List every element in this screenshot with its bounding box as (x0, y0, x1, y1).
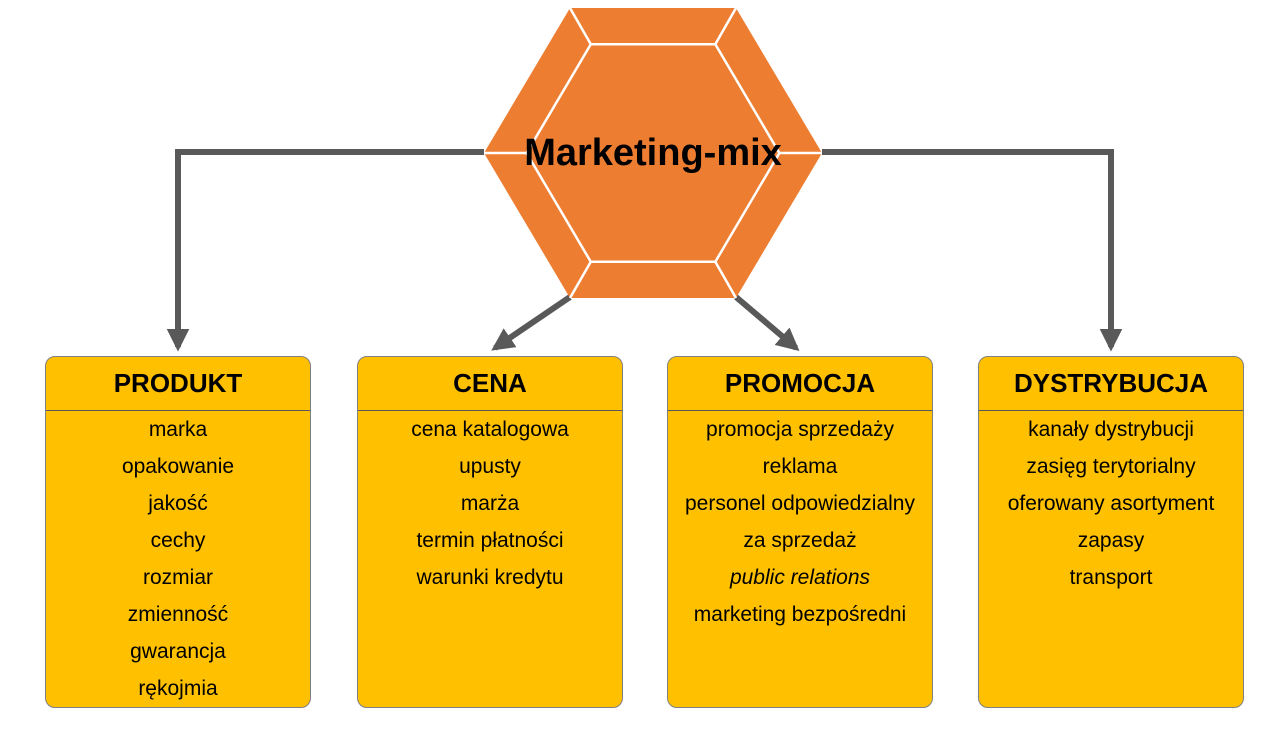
hexagon-corner-bevels (484, 7, 822, 299)
list-item: personel odpowiedzialny (685, 492, 915, 515)
list-item: zapasy (1077, 529, 1145, 552)
list-item: za sprzedaż (743, 529, 857, 552)
item-list-promocja: promocja sprzedaży reklama personel odpowi… (668, 411, 932, 633)
list-item: warunki kredytu (416, 566, 564, 589)
list-item: termin płatności (416, 529, 564, 552)
item-list-cena: cena katalogowa upusty marża termin płatnoś… (358, 411, 622, 596)
list-item: gwarancja (130, 640, 226, 663)
list-item: rozmiar (142, 566, 213, 589)
list-item: marketing bezpośredni (693, 603, 907, 626)
card-header-cena: CENA (358, 357, 622, 411)
list-item: jakość (148, 492, 208, 515)
list-item: zmienność (127, 603, 229, 626)
diagram-root-title: Marketing-mix (524, 132, 782, 174)
list-item: cena katalogowa (411, 418, 569, 441)
category-card-promocja: PROMOCJA promocja sprzedaży reklama person… (667, 356, 933, 708)
category-card-dystrybucja: DYSTRYBUCJA kanały dystrybucji zasięg ter… (978, 356, 1244, 708)
list-item: promocja sprzedaży (706, 418, 894, 441)
category-card-cena: CENA cena katalogowa upusty marża termin pł… (357, 356, 623, 708)
connector-promocja (734, 294, 800, 351)
card-header-dystrybucja: DYSTRYBUCJA (979, 357, 1243, 411)
card-header-promocja: PROMOCJA (668, 357, 932, 411)
list-item: opakowanie (121, 455, 235, 478)
connector-cena (491, 294, 572, 351)
list-item: marża (460, 492, 520, 515)
list-item: kanały dystrybucji (1028, 418, 1194, 441)
list-item: public relations (729, 566, 871, 589)
list-item: upusty (459, 455, 521, 478)
list-item: cechy (150, 529, 206, 552)
list-item: rękojmia (138, 677, 218, 700)
connector-dystrybucja (822, 149, 1123, 352)
card-header-produkt: PRODUKT (46, 357, 310, 411)
list-item: oferowany asortyment (1007, 492, 1215, 515)
list-item: reklama (762, 455, 838, 478)
category-card-produkt: PRODUKT marka opakowanie jakość cechy rozmia… (45, 356, 311, 708)
list-item: marka (148, 418, 208, 441)
item-list-dystrybucja: kanały dystrybucji zasięg terytorialny ofe… (979, 411, 1243, 596)
list-item: zasięg terytorialny (1026, 455, 1196, 478)
list-item: transport (1069, 566, 1153, 589)
item-list-produkt: marka opakowanie jakość cechy rozmiar zmienno… (46, 411, 310, 707)
connector-produkt (166, 149, 484, 352)
